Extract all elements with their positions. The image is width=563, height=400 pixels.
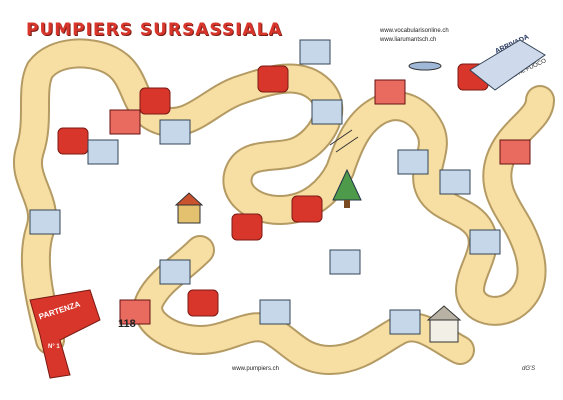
- url-vocabularis[interactable]: www.vocabularisonline.ch: [380, 28, 449, 34]
- start-number: N° 1: [48, 344, 60, 350]
- game-title: PUMPIERS SURSASSIALA: [26, 20, 283, 40]
- url-liarumantsch[interactable]: www.liarumantsch.ch: [380, 37, 437, 43]
- house-icon: [426, 305, 462, 343]
- finish-hose: [469, 39, 546, 91]
- artist-signature: dG'S: [522, 366, 536, 372]
- hose-joints: [57, 63, 489, 317]
- question-cards: [29, 39, 531, 335]
- house-fire-icon: [174, 192, 204, 224]
- url-pumpiers[interactable]: www.pumpiers.ch: [232, 366, 280, 372]
- emergency-number: 118: [118, 318, 136, 330]
- ironing-board-icon: [408, 61, 442, 71]
- start-hose: [29, 289, 101, 379]
- christmas-tree-icon: [332, 168, 362, 208]
- ladder-icon: [329, 129, 359, 153]
